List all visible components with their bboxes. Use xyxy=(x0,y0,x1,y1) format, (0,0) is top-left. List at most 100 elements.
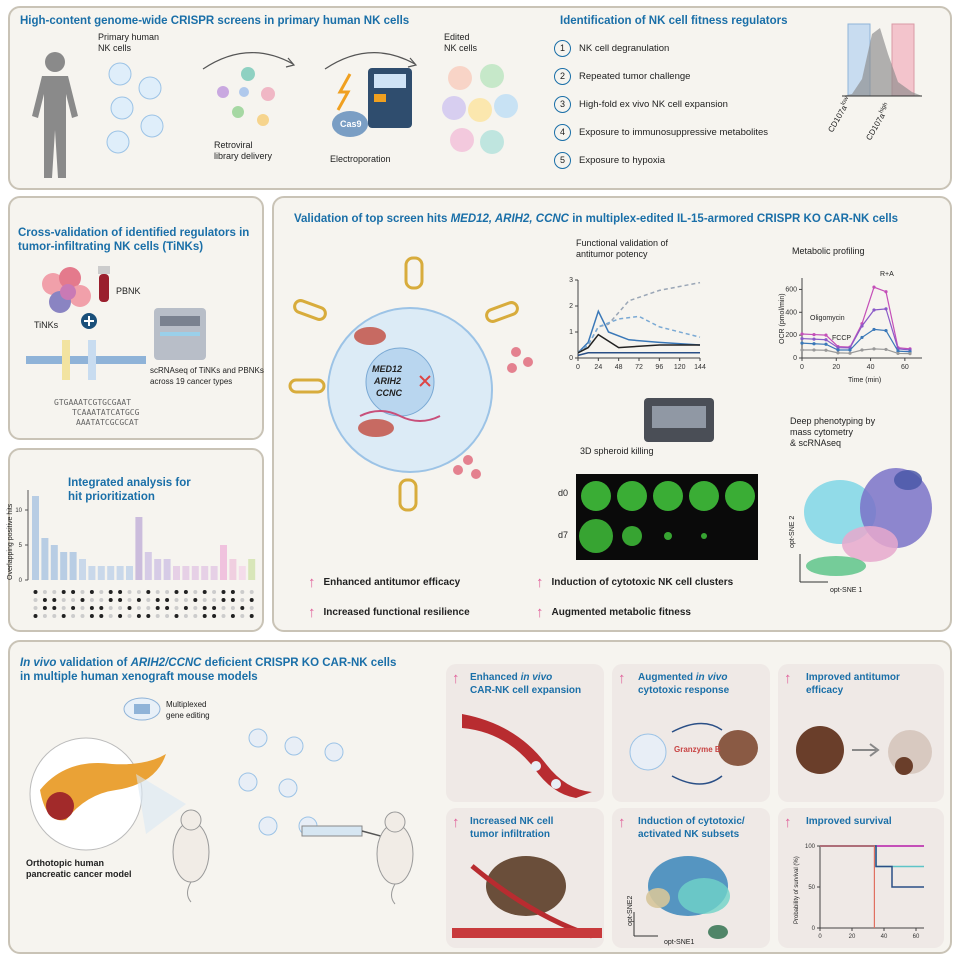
func-series-line xyxy=(577,281,701,354)
ocr-x-tick-label: 40 xyxy=(867,364,875,371)
ocr-point xyxy=(896,349,900,353)
upset-dot xyxy=(42,590,47,594)
ocr-point xyxy=(860,324,864,328)
upset-bar xyxy=(32,496,39,580)
retroviral-label-2: library delivery xyxy=(214,151,273,161)
upset-dot xyxy=(42,606,47,610)
spheroid-d0-cell xyxy=(689,481,719,511)
chip-icon xyxy=(26,340,146,380)
deep-pheno-label-2: mass cytometry xyxy=(790,427,854,437)
arrow-up-icon: ↑ xyxy=(536,574,544,591)
ortho-label-1: Orthotopic human xyxy=(26,858,104,868)
func-y-tick-label: 1 xyxy=(569,329,573,336)
ocr-point xyxy=(872,285,876,289)
upset-dot xyxy=(118,598,123,602)
ocr-point xyxy=(896,351,900,356)
ocr-y-tick-label: 400 xyxy=(785,309,797,316)
upset-dot xyxy=(52,606,57,610)
upset-dot xyxy=(118,606,123,610)
upset-dot xyxy=(165,598,170,602)
panel4-title: Validation of top screen hits MED12, ARI… xyxy=(294,213,899,225)
tsne-xlabel: opt-SNE 1 xyxy=(830,587,863,594)
upset-dot xyxy=(61,598,66,602)
upset-dot xyxy=(108,606,113,610)
upset-dot xyxy=(52,590,57,594)
dna-seq-line-2: TCAAATATCATGCG xyxy=(72,408,140,417)
upset-dot xyxy=(221,606,226,610)
upset-dot xyxy=(146,606,151,610)
plus-icon xyxy=(81,313,97,329)
arrow-up-icon: ↑ xyxy=(536,604,544,621)
outcome-2: ↑Induction of cytotoxic NK cell clusters xyxy=(536,574,734,591)
deep-pheno-label-3: & scRNAseq xyxy=(790,438,842,448)
ocr-point xyxy=(908,352,912,356)
ocr-point xyxy=(800,332,804,336)
upset-dot xyxy=(174,606,179,610)
upset-dot xyxy=(212,590,217,594)
spheroid-d0-cell xyxy=(653,481,683,511)
upset-bar xyxy=(60,552,68,580)
dna-seq-line-1: GTGAAATCGTGCGAAT xyxy=(54,398,132,407)
upset-dot xyxy=(183,590,188,594)
surv-x-tick-label: 0 xyxy=(818,934,822,940)
upset-dot xyxy=(108,598,113,602)
spheroid-d0-cell xyxy=(617,481,647,511)
survival-curve xyxy=(820,845,875,928)
electroporation-label: Electroporation xyxy=(330,154,391,164)
upset-dot xyxy=(108,590,113,594)
upset-dot xyxy=(136,590,141,594)
ocr-point xyxy=(884,328,888,333)
func-x-tick-label: 96 xyxy=(655,364,663,371)
upset-dot xyxy=(146,598,151,602)
edited-nk-label-2: NK cells xyxy=(444,43,478,53)
upset-dot xyxy=(230,598,235,602)
gene-editing-icon xyxy=(123,697,161,721)
upset-dot xyxy=(155,614,160,618)
upset-ylabel: Overlapping positive hits xyxy=(7,503,14,580)
arrow-up-icon: ↑ xyxy=(308,604,316,621)
upset-dot xyxy=(33,606,38,610)
ortho-label-2: pancreatic cancer model xyxy=(26,869,132,879)
blood-vessel-icon xyxy=(462,714,592,798)
surv-y-tick-label: 100 xyxy=(805,844,816,850)
surv-x-tick-label: 20 xyxy=(849,934,856,940)
oligomycin-label: Oligomycin xyxy=(810,315,845,322)
func-validation-label-2: antitumor potency xyxy=(576,249,648,259)
upset-dot xyxy=(249,614,254,618)
upset-dot xyxy=(99,606,104,610)
cas9-label: Cas9 xyxy=(340,119,362,129)
func-x-tick-label: 144 xyxy=(694,364,706,371)
arrow-up-icon: ↑ xyxy=(784,670,792,687)
upset-dot xyxy=(212,614,217,618)
upset-dot xyxy=(99,590,104,594)
upset-dot xyxy=(240,598,245,602)
upset-dot xyxy=(33,590,38,594)
panel3-title-2: hit prioritization xyxy=(68,491,155,503)
upset-bar xyxy=(229,559,237,580)
panel3-title-1: Integrated analysis for xyxy=(68,477,191,489)
upset-dot xyxy=(165,606,170,610)
upset-dot xyxy=(212,606,217,610)
cytotoxic-illustration xyxy=(629,722,758,785)
upset-dot xyxy=(174,598,179,602)
panel2-title-1: Cross-validation of identified regulator… xyxy=(18,227,250,239)
ocr-x-tick-label: 0 xyxy=(800,364,804,371)
mouse-1-icon xyxy=(172,809,210,903)
upset-dot xyxy=(71,614,76,618)
upset-dot xyxy=(193,598,198,602)
upset-dot xyxy=(240,590,245,594)
human-silhouette-icon xyxy=(32,52,78,178)
time-xlabel: Time (min) xyxy=(848,377,882,384)
upset-bar xyxy=(248,559,256,580)
func-x-tick-label: 72 xyxy=(635,364,643,371)
upset-dot xyxy=(99,614,104,618)
upset-dot xyxy=(221,598,226,602)
ocr-series-line xyxy=(801,308,911,351)
upset-bar xyxy=(116,566,124,580)
